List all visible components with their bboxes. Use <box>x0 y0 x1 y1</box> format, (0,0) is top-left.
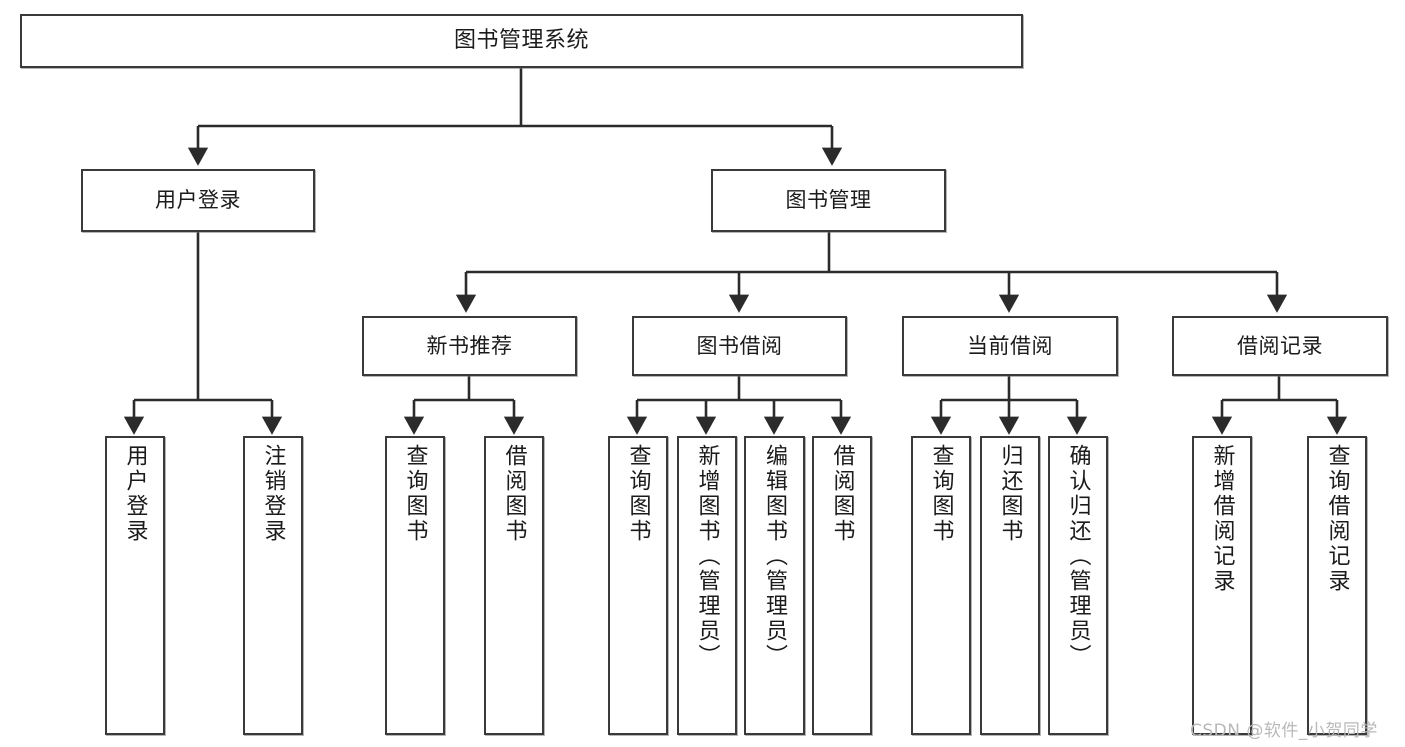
node-leaf-rec-borrow-book[interactable]: 借阅图书 <box>484 436 544 735</box>
node-leaf-record-add-label: 新增借阅记录 <box>1209 444 1235 594</box>
node-book-borrow-label: 图书借阅 <box>696 333 783 358</box>
node-leaf-borrow-borrow-book-label: 借阅图书 <box>829 444 855 544</box>
node-leaf-record-query[interactable]: 查询借阅记录 <box>1307 436 1367 735</box>
node-leaf-current-confirm-return-label: 确认归还（管理员） <box>1065 444 1091 669</box>
node-user-login-label: 用户登录 <box>155 188 241 213</box>
node-leaf-user-login-label: 用户登录 <box>122 444 148 544</box>
node-borrow-record[interactable]: 借阅记录 <box>1172 316 1388 376</box>
node-new-book-recommend[interactable]: 新书推荐 <box>362 316 577 376</box>
node-user-login[interactable]: 用户登录 <box>81 169 315 232</box>
node-borrow-record-label: 借阅记录 <box>1237 333 1323 358</box>
node-current-borrow-label: 当前借阅 <box>967 333 1053 358</box>
node-book-borrow[interactable]: 图书借阅 <box>632 316 847 376</box>
node-root-system[interactable]: 图书管理系统 <box>20 14 1023 68</box>
node-book-manage[interactable]: 图书管理 <box>711 169 946 232</box>
node-leaf-current-query-book[interactable]: 查询图书 <box>911 436 971 735</box>
node-new-book-recommend-label: 新书推荐 <box>426 333 513 358</box>
node-leaf-user-logout[interactable]: 注销登录 <box>243 436 303 735</box>
node-leaf-borrow-query-book[interactable]: 查询图书 <box>608 436 668 735</box>
node-root-system-label: 图书管理系统 <box>453 28 589 54</box>
node-leaf-current-query-book-label: 查询图书 <box>928 444 954 544</box>
node-current-borrow[interactable]: 当前借阅 <box>902 316 1118 376</box>
node-leaf-record-query-label: 查询借阅记录 <box>1324 444 1350 594</box>
node-leaf-rec-borrow-book-label: 借阅图书 <box>501 444 527 544</box>
node-leaf-borrow-query-book-label: 查询图书 <box>625 444 651 544</box>
node-leaf-borrow-edit-book-label: 编辑图书（管理员） <box>762 444 788 669</box>
node-book-manage-label: 图书管理 <box>785 188 872 213</box>
node-leaf-current-return-book[interactable]: 归还图书 <box>980 436 1040 735</box>
node-leaf-rec-query-book[interactable]: 查询图书 <box>385 436 445 735</box>
node-leaf-rec-query-book-label: 查询图书 <box>402 444 428 544</box>
node-leaf-borrow-borrow-book[interactable]: 借阅图书 <box>812 436 872 735</box>
node-leaf-current-confirm-return[interactable]: 确认归还（管理员） <box>1048 436 1108 735</box>
node-leaf-user-logout-label: 注销登录 <box>260 444 286 544</box>
csdn-watermark: CSDN @软件_小贺同学 <box>1190 721 1378 741</box>
node-leaf-current-return-book-label: 归还图书 <box>997 444 1023 544</box>
node-leaf-borrow-edit-book[interactable]: 编辑图书（管理员） <box>744 436 805 735</box>
node-leaf-borrow-add-book[interactable]: 新增图书（管理员） <box>677 436 737 735</box>
node-leaf-record-add[interactable]: 新增借阅记录 <box>1192 436 1252 735</box>
node-leaf-borrow-add-book-label: 新增图书（管理员） <box>694 444 720 669</box>
node-leaf-user-login[interactable]: 用户登录 <box>105 436 165 735</box>
